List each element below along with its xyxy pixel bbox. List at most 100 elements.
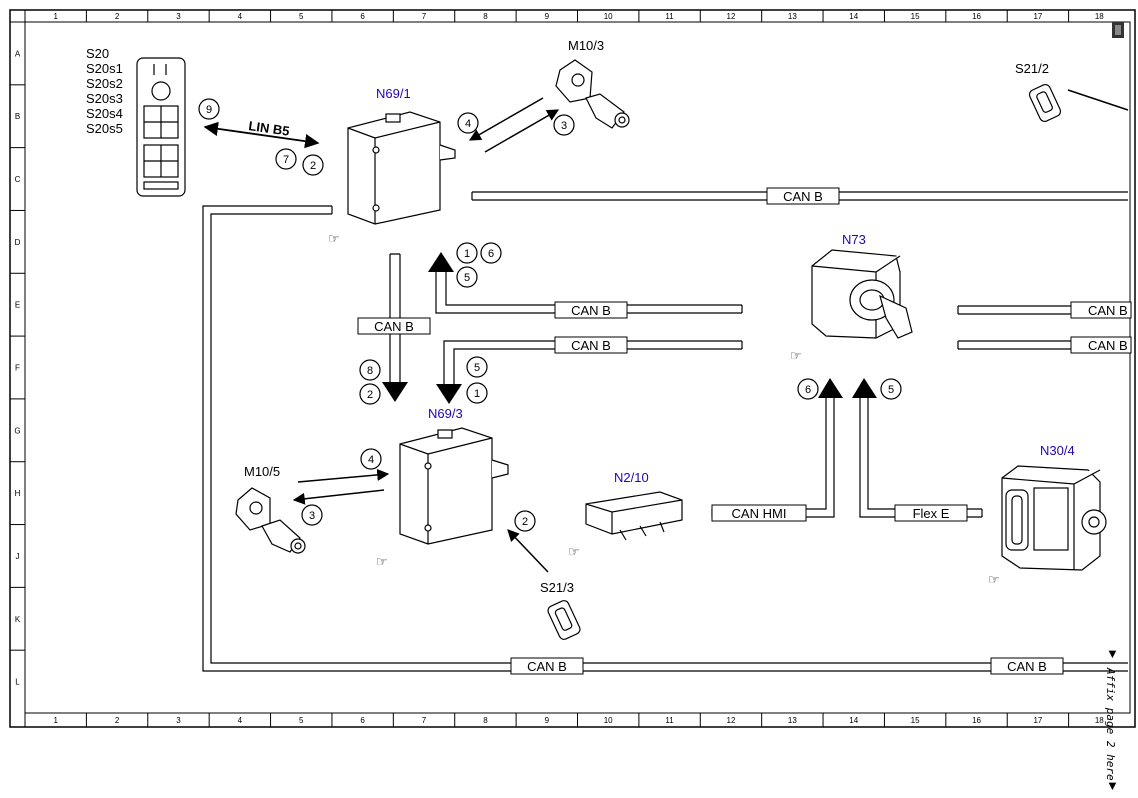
grid-row-label: B [15,112,20,121]
grid-column-label: 15 [911,716,920,725]
can-b-label: CAN B [571,303,611,318]
step-marker-number: 1 [464,248,470,260]
step-marker: 6 [797,378,819,400]
switch-label: S20s1 [86,61,123,76]
step-marker: 5 [456,266,478,288]
grid-column-label: 8 [483,12,488,21]
can-b-bus-down-n69-3 [443,340,743,386]
grid-column-label: 9 [545,716,550,725]
flex-e-label: Flex E [913,506,950,521]
flex-e-bus [859,396,983,518]
door-switch-panel-icon [136,57,186,197]
step-marker-number: 2 [310,160,316,172]
grid-column-label: 10 [604,716,613,725]
grid-column-label: 13 [788,12,797,21]
step-marker-number: 2 [367,389,373,401]
can-b-box [1070,301,1132,319]
grid-column-label: 1 [53,716,58,725]
step-marker-number: 5 [464,272,470,284]
step-marker-number: 5 [888,384,894,396]
affix-page-text: Affix page 2 here [1104,667,1117,781]
n2-10-label: N2/10 [614,470,649,485]
can-b-label: CAN B [1088,303,1128,318]
step-marker-number: 7 [283,154,289,166]
grid-row-label: H [15,489,21,498]
grid-column-label: 5 [299,12,304,21]
step-marker-number: 9 [206,104,212,116]
step-marker: 7 [275,148,297,170]
grid-row-label: D [15,238,21,247]
step-marker: 6 [480,242,502,264]
arrow-up-head [428,252,454,272]
can-b-box [357,317,431,335]
n2-10-module-icon [585,491,683,541]
step-marker: 5 [880,378,902,400]
grid-column-label: 7 [422,716,427,725]
grid-column-label: 4 [238,12,243,21]
grid-row-label: G [14,426,20,435]
grid-column-label: 4 [238,716,243,725]
can-b-label: CAN B [571,338,611,353]
grid-column-label: 18 [1095,12,1104,21]
step-marker-number: 4 [465,118,471,130]
affix-arrow-top: ▼ [1106,646,1119,661]
grid-row-label: E [15,301,20,310]
grid-column-label: 18 [1095,716,1104,725]
grid-column-label: 13 [788,716,797,725]
n69-3-ref-icon: ☞ [376,554,388,569]
n69-3-label: N69/3 [428,406,463,421]
n30-4-label: N30/4 [1040,443,1075,458]
m10-5-motor-icon [235,487,306,554]
can-b-label: CAN B [527,659,567,674]
grid-column-label: 16 [972,12,981,21]
lin-b5-line [203,121,320,149]
m10-3-motor-icon [555,59,630,129]
grid-column-label: 8 [483,716,488,725]
switch-group-labels: S20 S20s1 S20s2 S20s3 S20s4 S20s5 [86,46,123,136]
grid-column-label: 3 [176,12,181,21]
m10-5-label: M10/5 [244,464,280,479]
step-marker-number: 2 [522,516,528,528]
s21-2-switch-icon [1028,83,1062,123]
s21-3-label: S21/3 [540,580,574,595]
switch-label: S20 [86,46,109,61]
can-b-box [1070,336,1132,354]
can-hmi-bus [711,396,835,518]
grid-column-label: 5 [299,716,304,725]
switch-label: S20s4 [86,106,123,121]
arrow-down-head [382,382,408,402]
grid-column-label: 12 [727,716,736,725]
step-marker: 9 [198,98,220,120]
step-marker-number: 8 [367,365,373,377]
n69-1-ref-icon: ☞ [328,231,340,246]
grid-row-label: J [16,552,20,561]
step-marker: 2 [302,154,324,176]
frame-outer [9,9,1136,728]
s21-3-switch-icon [547,600,581,640]
n73-label: N73 [842,232,866,247]
arrow-s21-3-to-n69-3 [507,529,549,573]
affix-arrow-bottom: ▼ [1106,778,1119,793]
can-b-box [766,187,840,205]
n69-3-control-unit-icon [399,427,509,545]
switch-label: S20s5 [86,121,123,136]
step-marker-number: 6 [488,248,494,260]
n69-1-control-unit-icon [347,111,456,225]
arrow-n69-1-to-m10-3 [484,109,560,153]
grid-row-label: A [15,49,21,58]
arrow-down-head [436,384,462,404]
can-b-label: CAN B [1088,338,1128,353]
can-b-box [510,657,584,675]
n30-4-ref-icon: ☞ [988,572,1000,587]
arrow-m10-5-to-n69-3 [297,468,390,483]
step-marker-number: 5 [474,362,480,374]
can-b-label: CAN B [1007,659,1047,674]
grid-column-label: 17 [1033,716,1042,725]
page-corner-icon [1112,22,1124,38]
n73-ref-icon: ☞ [790,348,802,363]
grid-column-label: 2 [115,716,120,725]
